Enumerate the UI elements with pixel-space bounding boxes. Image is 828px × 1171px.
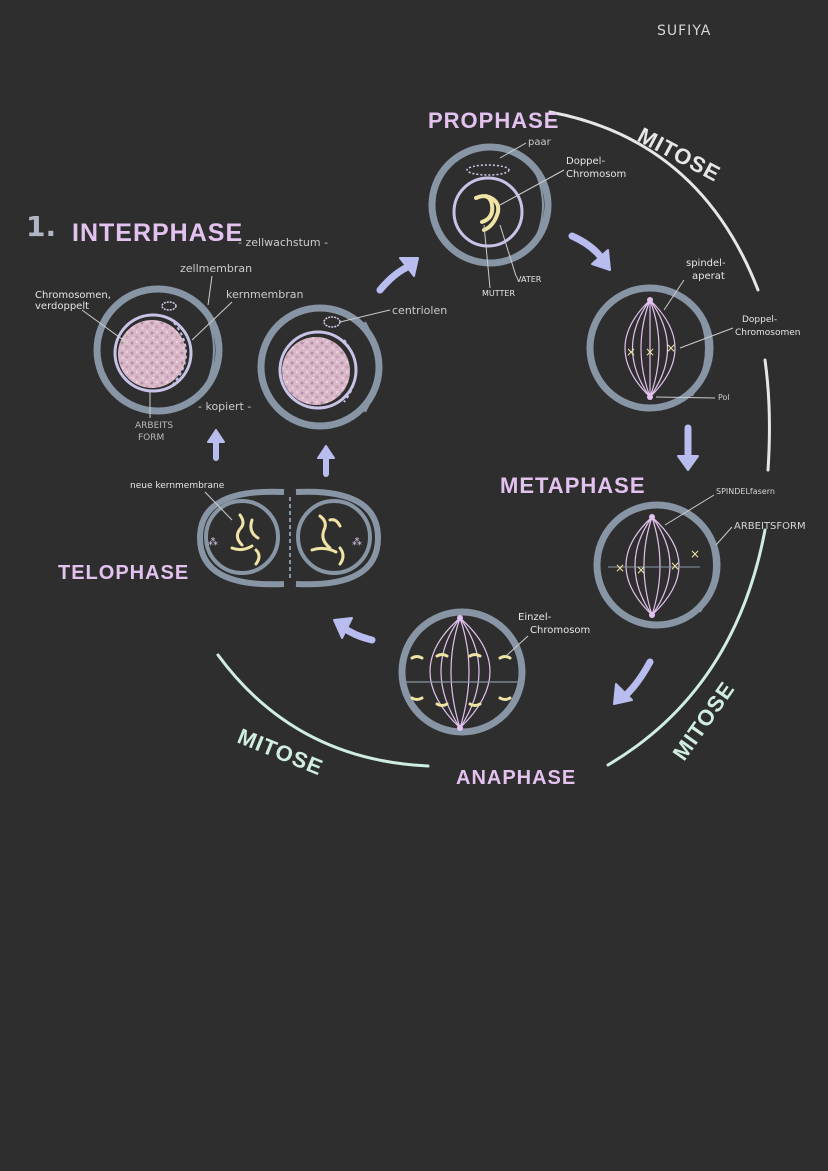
svg-text:⁂: ⁂	[352, 536, 362, 548]
arrow-telophase-to-interphase-1	[207, 429, 225, 461]
interphase-cell-2	[257, 304, 383, 430]
anaphase-title: ANAPHASE	[456, 767, 576, 789]
arrow-metaphase-to-anaphase	[613, 658, 654, 705]
svg-text:×: ×	[666, 341, 676, 355]
label-doppel-chromosom-1: Doppel-	[566, 156, 605, 167]
label-chromosomen-2: verdoppelt	[35, 301, 89, 312]
mitose-arc-right	[763, 358, 771, 472]
label-neue-kernmembrane: neue kernmembrane	[130, 481, 225, 491]
arrow-telophase-to-interphase-2	[317, 445, 335, 477]
telophase-title: TELOPHASE	[58, 562, 189, 584]
interphase-cell-1	[93, 285, 223, 415]
mitose-label-top: MITOSE	[634, 122, 725, 186]
label-doppel-chromosomen-2: Chromosomen	[735, 328, 800, 338]
label-pol: Pol	[718, 393, 730, 402]
arrow-prophase-to-spindle	[568, 232, 611, 271]
prophase-cell	[428, 143, 552, 267]
telophase-cell-left: ⁂	[196, 488, 285, 588]
svg-text:⁂: ⁂	[208, 536, 218, 548]
label-spindelaperat-1: spindel-	[686, 258, 726, 269]
step-number: 1.	[26, 210, 56, 243]
arrow-spindle-to-metaphase	[677, 424, 699, 471]
author-name: SUFIYA	[657, 23, 711, 39]
label-arbeitsform-2: FORM	[138, 433, 164, 443]
svg-text:×: ×	[615, 561, 625, 575]
label-zellwachstum: - zellwachstum -	[238, 236, 328, 249]
svg-text:×: ×	[670, 559, 680, 573]
arrow-to-prophase	[376, 257, 419, 294]
telophase-cell-right: ⁂	[295, 488, 382, 588]
interphase-title: INTERPHASE	[72, 219, 243, 247]
spindle-cell: × × ×	[586, 284, 714, 412]
label-zellmembran: zellmembran	[180, 262, 252, 275]
mitose-arc-lower-left	[216, 653, 430, 768]
anaphase-cell	[398, 608, 526, 736]
label-mutter: MUTTER	[482, 289, 515, 298]
metaphase-title: METAPHASE	[500, 473, 646, 498]
svg-text:×: ×	[626, 345, 636, 359]
metaphase-cell: × × × ×	[593, 501, 721, 629]
label-einzel-chromosom-2: Chromosom	[530, 625, 590, 636]
label-kernmembran: kernmembran	[226, 288, 303, 301]
label-centriolen: centriolen	[392, 304, 447, 317]
label-chromosomen-1: Chromosomen,	[35, 290, 111, 301]
arrow-anaphase-to-telophase	[333, 617, 376, 644]
mitose-arc-top	[548, 110, 760, 292]
mitose-arc-lower-right	[606, 528, 767, 767]
label-doppel-chromosomen-1: Doppel-	[742, 315, 777, 325]
svg-text:×: ×	[690, 547, 700, 561]
label-doppel-chromosom-2: Chromosom	[566, 169, 626, 180]
label-kopiert: - kopiert -	[198, 400, 251, 413]
label-spindelaperat-2: aperat	[692, 271, 725, 282]
label-einzel-chromosom-1: Einzel-	[518, 612, 552, 623]
prophase-title: PROPHASE	[428, 108, 559, 133]
mitose-label-right: MITOSE	[668, 677, 740, 765]
svg-text:×: ×	[636, 563, 646, 577]
label-paar: paar	[528, 137, 552, 148]
label-arbeitsform-meta: ARBEITSFORM	[734, 521, 806, 532]
mitose-label-bottom: MITOSE	[234, 723, 327, 780]
label-vater: VATER	[516, 275, 542, 284]
label-spindelfasern: SPINDELfasern	[716, 487, 775, 496]
svg-text:×: ×	[645, 345, 655, 359]
label-arbeitsform-1: ARBEITS	[135, 421, 173, 431]
